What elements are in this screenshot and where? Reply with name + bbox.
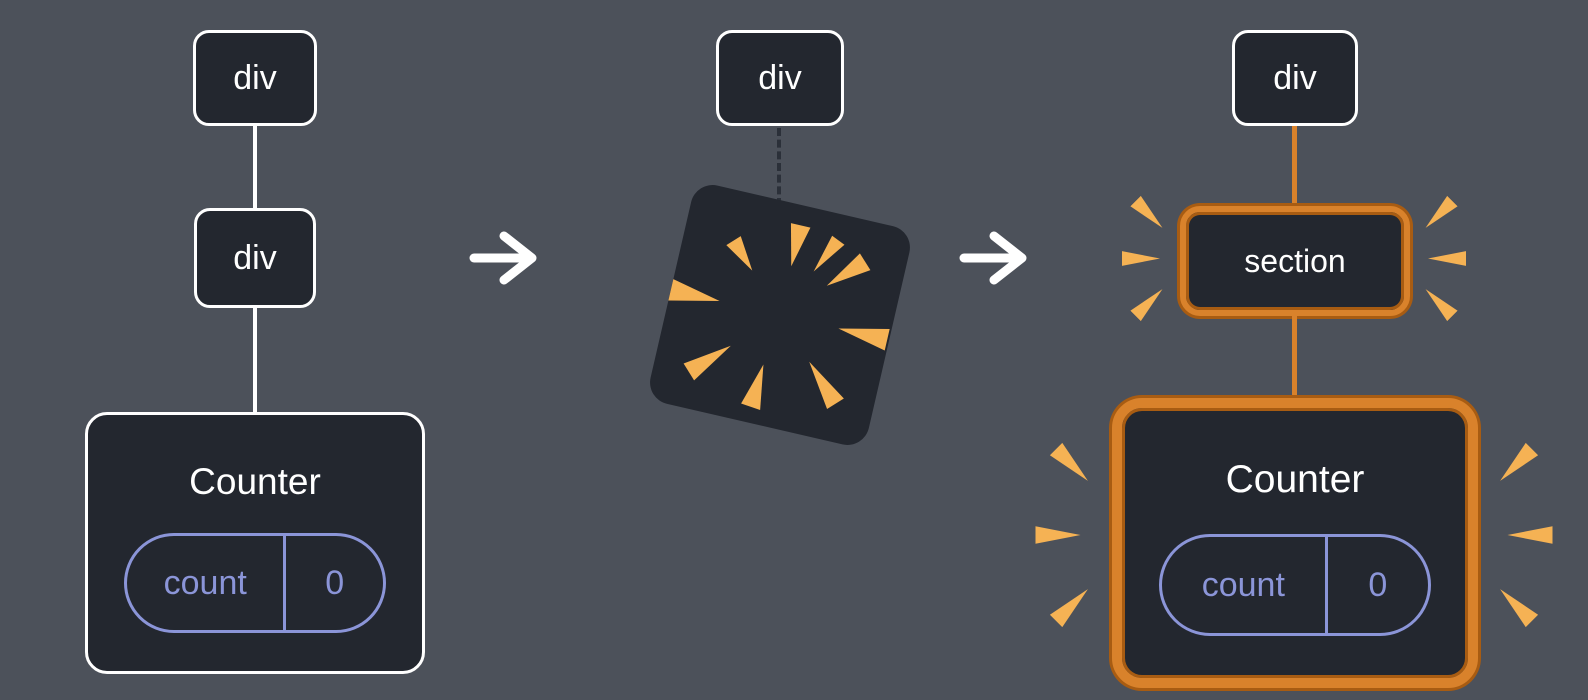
state-key: count bbox=[163, 563, 247, 602]
state-value: 0 bbox=[1324, 537, 1428, 633]
spark-icon bbox=[1049, 589, 1088, 628]
node-label: div bbox=[233, 58, 277, 97]
root-div-node-before: div bbox=[193, 30, 317, 126]
spark-icon bbox=[1425, 195, 1458, 228]
spark-icon bbox=[1122, 251, 1160, 266]
component-title: Counter bbox=[1225, 458, 1365, 501]
counter-component-after: Counter count 0 bbox=[1112, 398, 1478, 688]
tree-connector bbox=[253, 126, 257, 210]
arrow-right-icon bbox=[469, 231, 537, 285]
counter-component-before: Counter count 0 bbox=[85, 412, 425, 674]
root-div-node-middle: div bbox=[716, 30, 844, 126]
node-label: div bbox=[1273, 58, 1317, 97]
section-node-after: section bbox=[1180, 206, 1410, 316]
spark-icon bbox=[1035, 526, 1081, 544]
spark-icon bbox=[1130, 289, 1163, 322]
root-div-node-after: div bbox=[1232, 30, 1358, 126]
spark-icon bbox=[1049, 442, 1088, 481]
arrow-right-icon bbox=[959, 231, 1027, 285]
spark-icon bbox=[1130, 195, 1163, 228]
spark-icon bbox=[1507, 526, 1553, 544]
tree-connector-highlight bbox=[1292, 316, 1297, 401]
spark-icon bbox=[1425, 289, 1458, 322]
node-label: div bbox=[233, 238, 277, 277]
state-value: 0 bbox=[283, 536, 383, 630]
spark-icon bbox=[1500, 442, 1539, 481]
component-title: Counter bbox=[189, 461, 321, 502]
state-key: count bbox=[1201, 565, 1285, 604]
state-pill: count 0 bbox=[124, 533, 386, 633]
tree-connector-highlight bbox=[1292, 126, 1297, 208]
poof-burst-icon bbox=[650, 185, 910, 445]
node-label: section bbox=[1244, 242, 1346, 279]
child-div-node-before: div bbox=[194, 208, 316, 308]
spark-icon bbox=[1500, 589, 1539, 628]
tree-connector bbox=[253, 306, 257, 414]
spark-icon bbox=[1428, 251, 1466, 266]
node-label: div bbox=[758, 58, 802, 97]
dashed-connector bbox=[777, 128, 781, 206]
state-pill: count 0 bbox=[1159, 534, 1431, 636]
